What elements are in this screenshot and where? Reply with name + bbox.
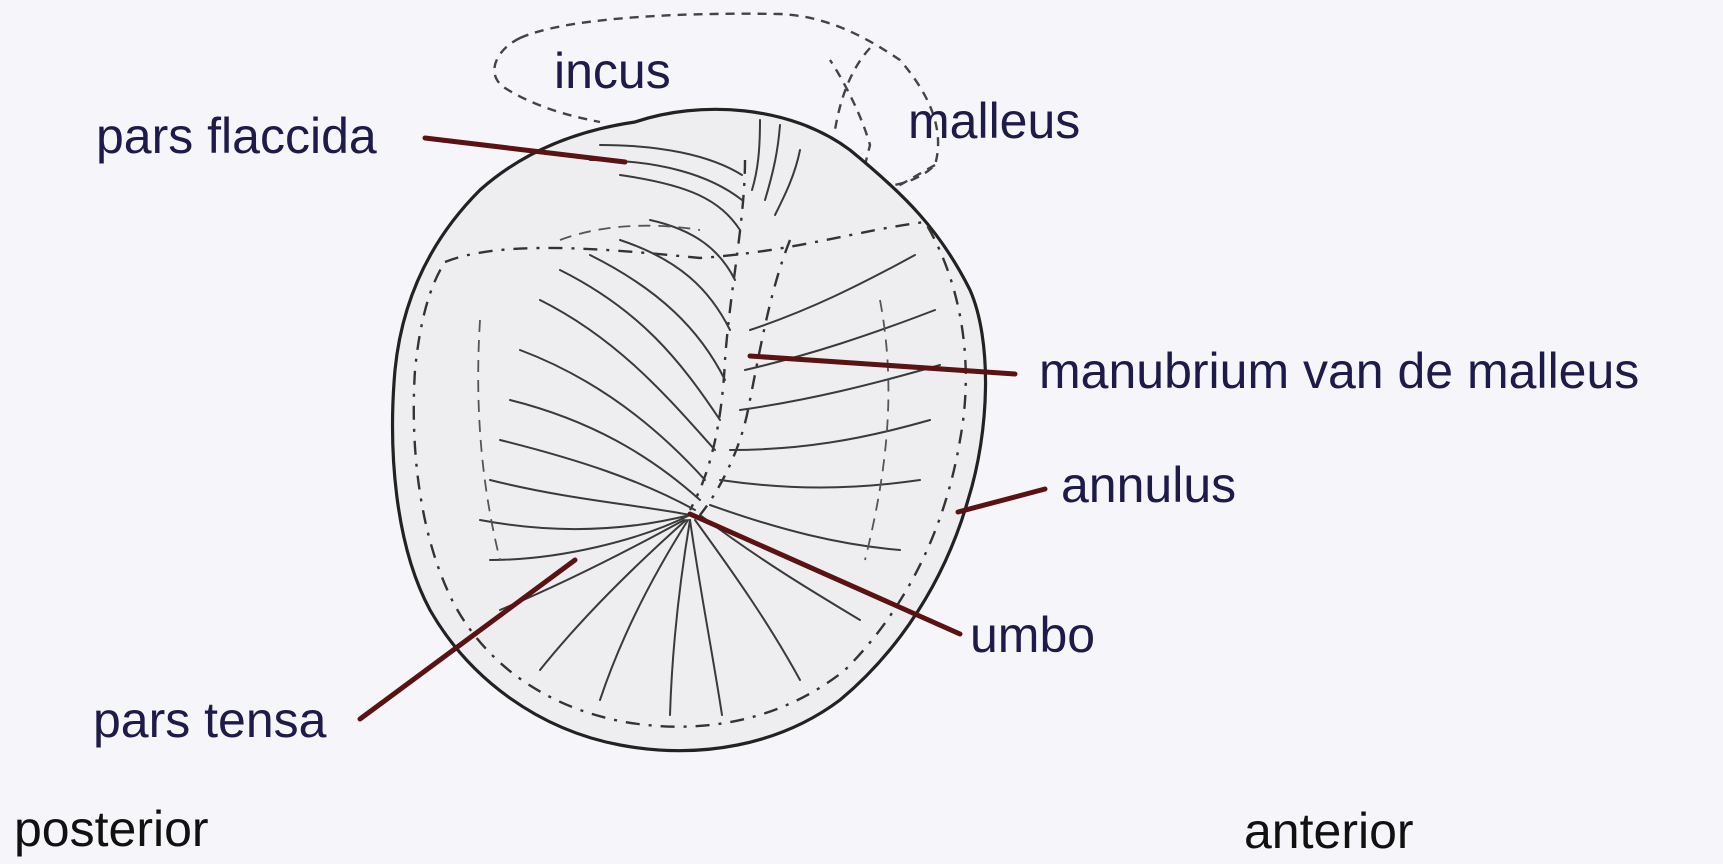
- label-posterior: posterior: [14, 801, 209, 857]
- label-manubrium: manubrium van de malleus: [1039, 343, 1639, 399]
- label-pars-tensa: pars tensa: [93, 692, 327, 748]
- label-umbo: umbo: [970, 607, 1095, 663]
- label-annulus: annulus: [1061, 457, 1236, 513]
- label-malleus: malleus: [908, 93, 1080, 149]
- label-incus: incus: [554, 43, 671, 99]
- label-anterior: anterior: [1244, 803, 1414, 859]
- tympanic-membrane: [393, 109, 986, 750]
- membrane-outline: [393, 109, 986, 750]
- label-pars-flaccida: pars flaccida: [96, 108, 377, 164]
